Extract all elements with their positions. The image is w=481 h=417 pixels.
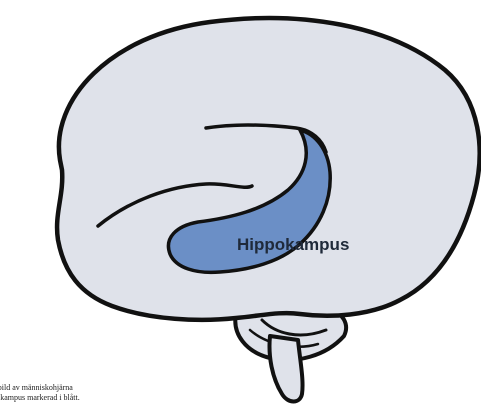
cerebrum-outline (57, 18, 480, 320)
brainstem (270, 336, 303, 402)
caption-line-1: erad bild av människohjärna (0, 383, 152, 393)
hippocampus-label: Hippokampus (237, 235, 349, 255)
figure-caption: erad bild av människohjärna hippokampus … (0, 383, 152, 403)
caption-line-2: hippokampus markerad i blått. (0, 393, 152, 403)
